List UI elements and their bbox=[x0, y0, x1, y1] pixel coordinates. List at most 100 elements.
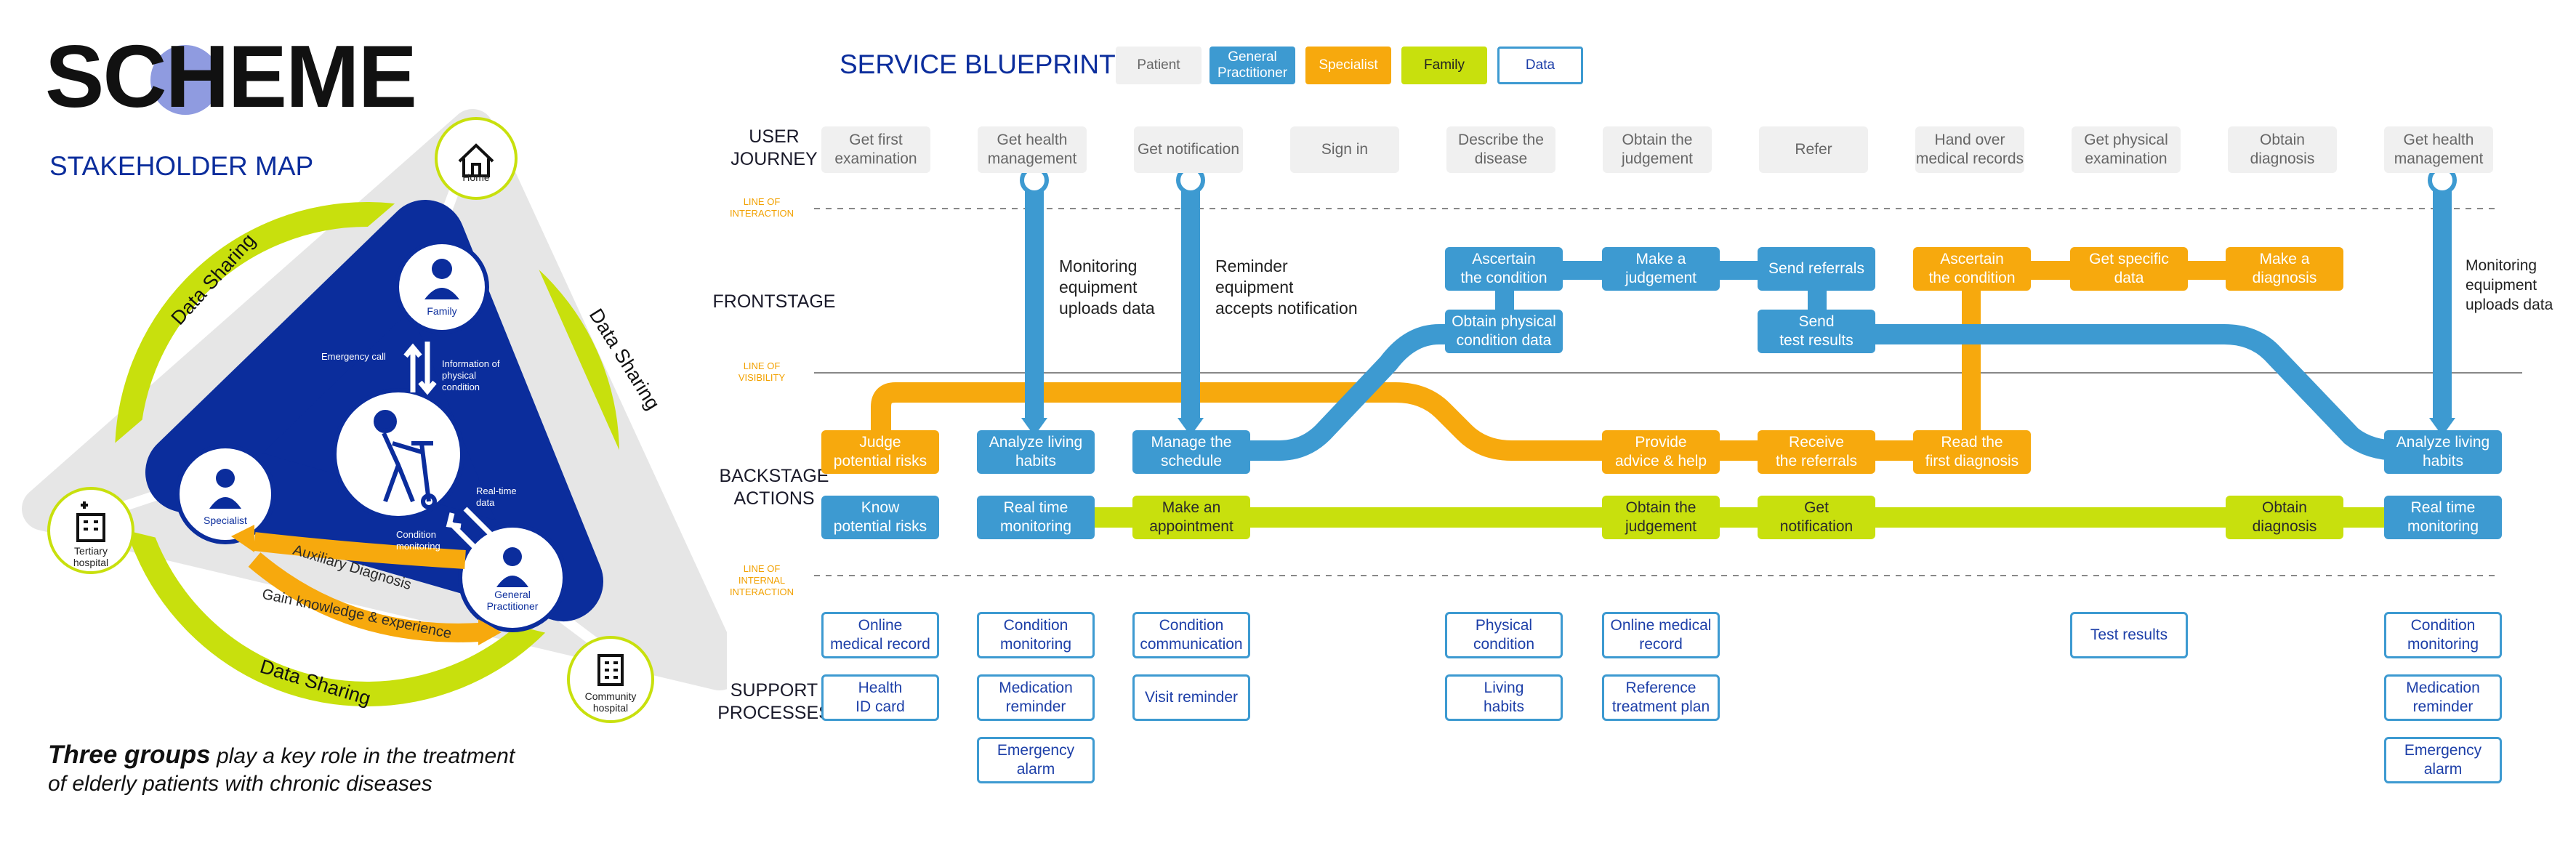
lane-support: SUPPORT PROCESSES bbox=[717, 680, 831, 723]
journey-step-7: Refer bbox=[1759, 126, 1868, 173]
patient-walker-icon bbox=[374, 410, 437, 509]
back-obtain-judgement: Obtain the judgement bbox=[1602, 496, 1720, 539]
logo-wordmark: SCHEME bbox=[45, 27, 417, 126]
home-label: Home bbox=[462, 172, 490, 183]
journey-step-10: Obtain diagnosis bbox=[2228, 126, 2337, 173]
journey-step-1: Get first examination bbox=[821, 126, 930, 173]
support-online-record-2: Online medical record bbox=[1602, 612, 1720, 658]
back-read-first-diagnosis: Read the first diagnosis bbox=[1913, 430, 2031, 474]
journey-step-2: Get health management bbox=[978, 126, 1087, 173]
journey-step-11: Get health management bbox=[2384, 126, 2493, 173]
lane-frontstage: FRONTSTAGE bbox=[712, 291, 836, 312]
support-physical-condition: Physical condition bbox=[1445, 612, 1563, 658]
lane-user-journey: USER JOURNEY bbox=[730, 126, 818, 169]
back-real-time-1: Real time monitoring bbox=[977, 496, 1095, 539]
real-time-arrow bbox=[463, 507, 507, 550]
lane-backstage: BACKSTAGE ACTIONS bbox=[719, 466, 829, 509]
front-send-test-results: Send test results bbox=[1758, 310, 1875, 353]
support-condition-monitoring-1: Condition monitoring bbox=[977, 612, 1095, 658]
support-condition-monitoring-2: Condition monitoring bbox=[2384, 612, 2502, 658]
support-living-habits: Living habits bbox=[1445, 674, 1563, 721]
community-hospital-label: Community hospital bbox=[584, 690, 637, 714]
home-icon bbox=[458, 143, 494, 177]
tertiary-hospital-node bbox=[47, 487, 134, 574]
blueprint-title: SERVICE BLUEPRINT bbox=[840, 49, 1116, 79]
journey-step-8: Hand over medical records bbox=[1915, 126, 2024, 173]
support-condition-communication: Condition communication bbox=[1132, 612, 1250, 658]
specialist-flow-line bbox=[871, 382, 1970, 461]
journey-step-6: Obtain the judgement bbox=[1603, 126, 1712, 173]
back-obtain-diagnosis: Obtain diagnosis bbox=[2226, 496, 2343, 539]
support-emergency-2: Emergency alarm bbox=[2384, 737, 2502, 783]
line-of-visibility-label: LINE OF VISIBILITY bbox=[738, 360, 786, 383]
legend-specialist: Specialist bbox=[1305, 47, 1391, 84]
back-make-appointment: Make an appointment bbox=[1132, 496, 1250, 539]
monitoring-arrowhead-1 bbox=[1021, 418, 1047, 436]
emergency-call-arrow bbox=[403, 343, 422, 392]
specialist-label: Specialist bbox=[204, 515, 247, 526]
caption-bold: Three groups bbox=[48, 741, 211, 769]
hospital-icon bbox=[76, 501, 105, 542]
back-receive-referrals: Receive the referrals bbox=[1758, 430, 1875, 474]
support-online-record-1: Online medical record bbox=[821, 612, 939, 658]
support-medication-2: Medication reminder bbox=[2384, 674, 2502, 721]
support-visit-reminder: Visit reminder bbox=[1132, 674, 1250, 721]
home-node bbox=[435, 117, 518, 200]
patient-node bbox=[332, 388, 464, 520]
back-get-notification: Get notification bbox=[1758, 496, 1875, 539]
gain-knowledge-arrow bbox=[248, 552, 480, 642]
auxiliary-diagnosis-arrow bbox=[253, 532, 466, 569]
back-judge-risks: Judge potential risks bbox=[821, 430, 939, 474]
support-test-results: Test results bbox=[2070, 612, 2188, 658]
auxiliary-arrowhead bbox=[231, 525, 254, 552]
note-monitoring-1: Monitoring equipment uploads data bbox=[1059, 257, 1155, 318]
back-know-risks: Know potential risks bbox=[821, 496, 939, 539]
front-ascertain-1: Ascertain the condition bbox=[1445, 247, 1563, 291]
doctor-icon bbox=[496, 547, 528, 587]
monitoring-arrowhead-2 bbox=[2429, 418, 2455, 436]
community-hospital-node bbox=[567, 636, 654, 723]
condition-monitoring-label: Condition monitoring bbox=[396, 529, 440, 552]
family-label: Family bbox=[427, 305, 457, 317]
stakeholder-map-title: STAKEHOLDER MAP bbox=[49, 151, 314, 181]
back-manage-schedule: Manage the schedule bbox=[1132, 430, 1250, 474]
note-reminder: Reminder equipment accepts notification bbox=[1215, 257, 1358, 318]
real-time-data-label: Real-time data bbox=[476, 485, 517, 508]
journey-step-3: Get notification bbox=[1134, 126, 1243, 173]
support-health-id: Health ID card bbox=[821, 674, 939, 721]
back-provide-advice: Provide advice & help bbox=[1602, 430, 1720, 474]
line-of-internal-interaction-label: LINE OF INTERNAL INTERACTION bbox=[729, 563, 794, 597]
front-get-specific-data: Get specific data bbox=[2070, 247, 2188, 291]
specialist-icon bbox=[209, 469, 241, 509]
legend-patient: Patient bbox=[1116, 47, 1202, 84]
journey-step-9: Get physical examination bbox=[2072, 126, 2181, 173]
journey-step-5: Describe the disease bbox=[1446, 126, 1555, 173]
emergency-call-label: Emergency call bbox=[321, 351, 386, 362]
front-make-judgement: Make a judgement bbox=[1602, 247, 1720, 291]
support-medication-1: Medication reminder bbox=[977, 674, 1095, 721]
reminder-arrowhead bbox=[1178, 418, 1204, 436]
journey-step-4: Sign in bbox=[1290, 126, 1399, 173]
family-icon bbox=[424, 259, 459, 299]
legend-general-practitioner: General Practitioner bbox=[1209, 47, 1295, 84]
front-ascertain-2: Ascertain the condition bbox=[1913, 247, 2031, 291]
specialist-node bbox=[175, 444, 275, 544]
gain-arrowhead bbox=[478, 619, 502, 645]
gp-label: General Practitioner bbox=[486, 589, 539, 612]
logo-accent-circle bbox=[150, 45, 220, 115]
front-make-diagnosis: Make a diagnosis bbox=[2226, 247, 2343, 291]
caption-rest: play a key role in the treatment bbox=[210, 744, 515, 768]
condition-arrow bbox=[446, 512, 489, 562]
info-arrow bbox=[418, 342, 437, 395]
legend-data: Data bbox=[1497, 47, 1583, 84]
information-label: Information of physical condition bbox=[442, 358, 500, 392]
support-emergency-1: Emergency alarm bbox=[977, 737, 1095, 783]
back-real-time-2: Real time monitoring bbox=[2384, 496, 2502, 539]
building-icon bbox=[597, 654, 624, 686]
front-obtain-physical: Obtain physical condition data bbox=[1445, 310, 1563, 353]
line-of-interaction-label: LINE OF INTERACTION bbox=[729, 196, 794, 219]
family-node bbox=[395, 240, 489, 334]
legend-family: Family bbox=[1401, 47, 1487, 84]
